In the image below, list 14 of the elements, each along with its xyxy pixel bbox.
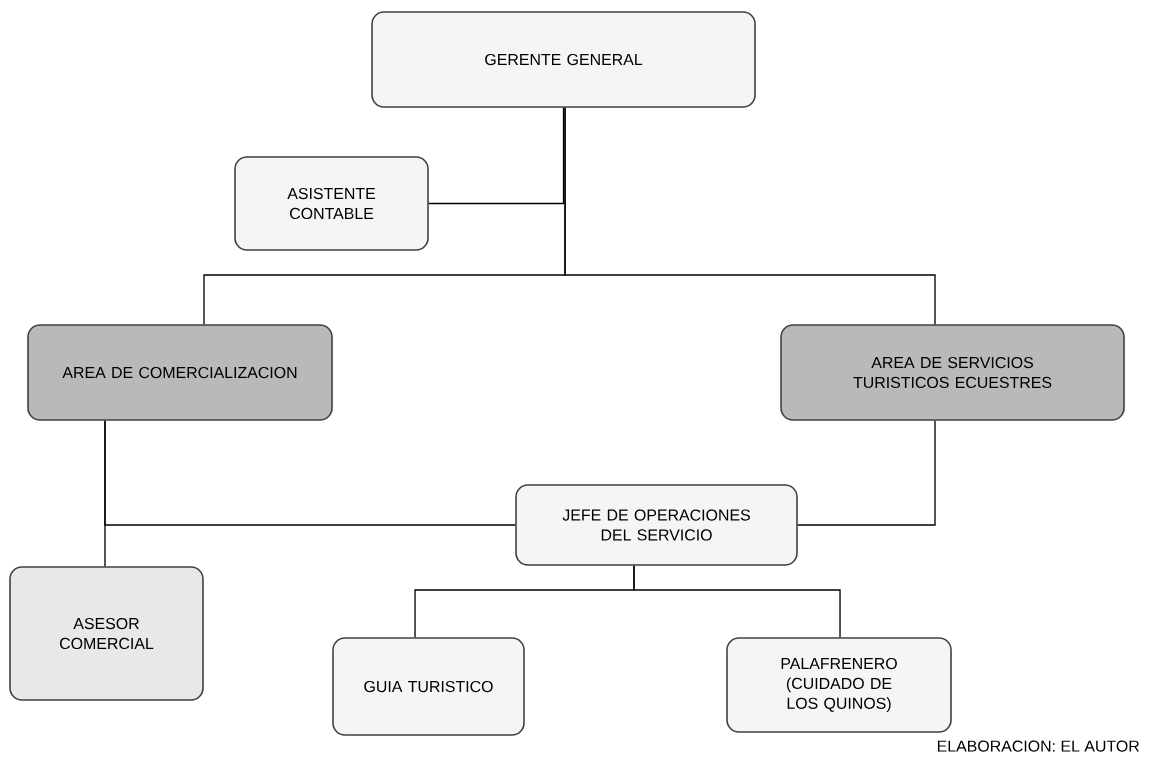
- position-box: ASISTENTE CONTABLE: [234, 156, 429, 251]
- connector-line: [104, 420, 516, 526]
- connector-line: [428, 107, 565, 205]
- position-box: PALAFRENERO (CUIDADO DE LOS QUINOS): [726, 637, 952, 733]
- position-box: GERENTE GENERAL: [371, 11, 756, 108]
- connector-line: [633, 565, 841, 638]
- connector-line: [797, 420, 936, 526]
- source-note: ELABORACION: EL AUTOR: [937, 740, 1140, 752]
- department-box: AREA DE SERVICIOS TURISTICOS ECUESTRES: [780, 324, 1125, 421]
- department-box: AREA DE COMERCIALIZACION: [27, 324, 333, 421]
- position-box: ASESOR COMERCIAL: [9, 566, 204, 701]
- position-box: GUIA TURISTICO: [332, 637, 525, 736]
- connector-line: [564, 107, 936, 325]
- position-box: JEFE DE OPERACIONES DEL SERVICIO: [515, 484, 798, 566]
